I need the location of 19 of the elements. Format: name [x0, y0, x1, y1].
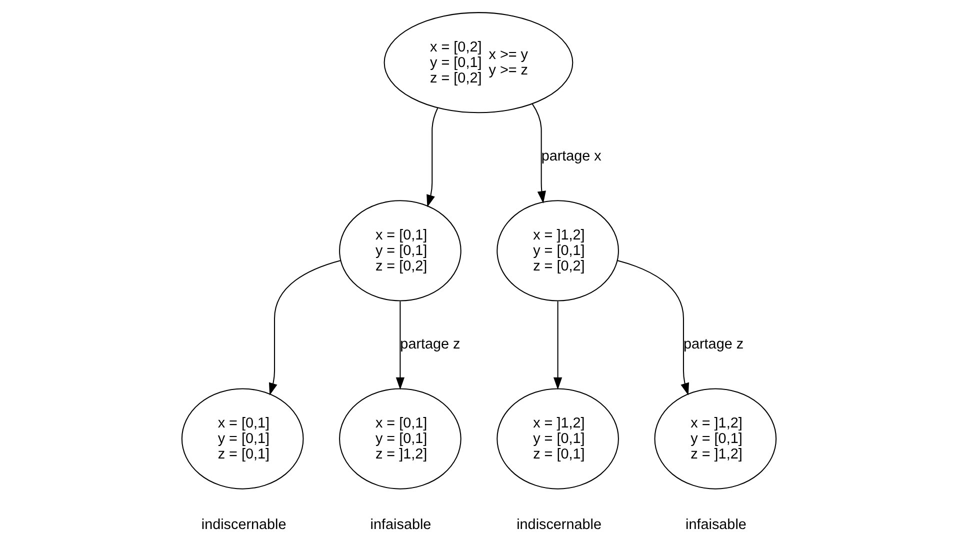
node-label: infaisable [686, 516, 746, 533]
arrow [426, 108, 438, 208]
node-label: infaisable [370, 516, 432, 533]
edge-label: partage z [400, 336, 460, 353]
arrow [268, 260, 341, 396]
node-ellipse: x = ]1,2] y = [0,1] z = [0,2] [496, 200, 619, 302]
node-ellipse: x = [0,1] y = [0,1] z = [0,1] [181, 388, 304, 490]
node-ellipse: x = ]1,2] y = [0,1] z = [0,1] [496, 388, 619, 490]
node-label: indiscernable [516, 516, 602, 533]
arrow [396, 301, 405, 390]
node-ellipse: x = [0,1] y = [0,1] z = ]1,2] [339, 388, 462, 490]
arrow [617, 260, 690, 396]
edge-label: partage z [683, 336, 744, 353]
node-label: indiscernable [201, 516, 286, 533]
edge-label: partage x [541, 148, 602, 164]
node-ellipse: x = ]1,2] y = [0,1] z = ]1,2] [654, 388, 777, 490]
node-ellipse: x = [0,1] y = [0,1] z = [0,2] [339, 200, 462, 302]
arrow [553, 301, 562, 390]
arrow [532, 104, 546, 204]
